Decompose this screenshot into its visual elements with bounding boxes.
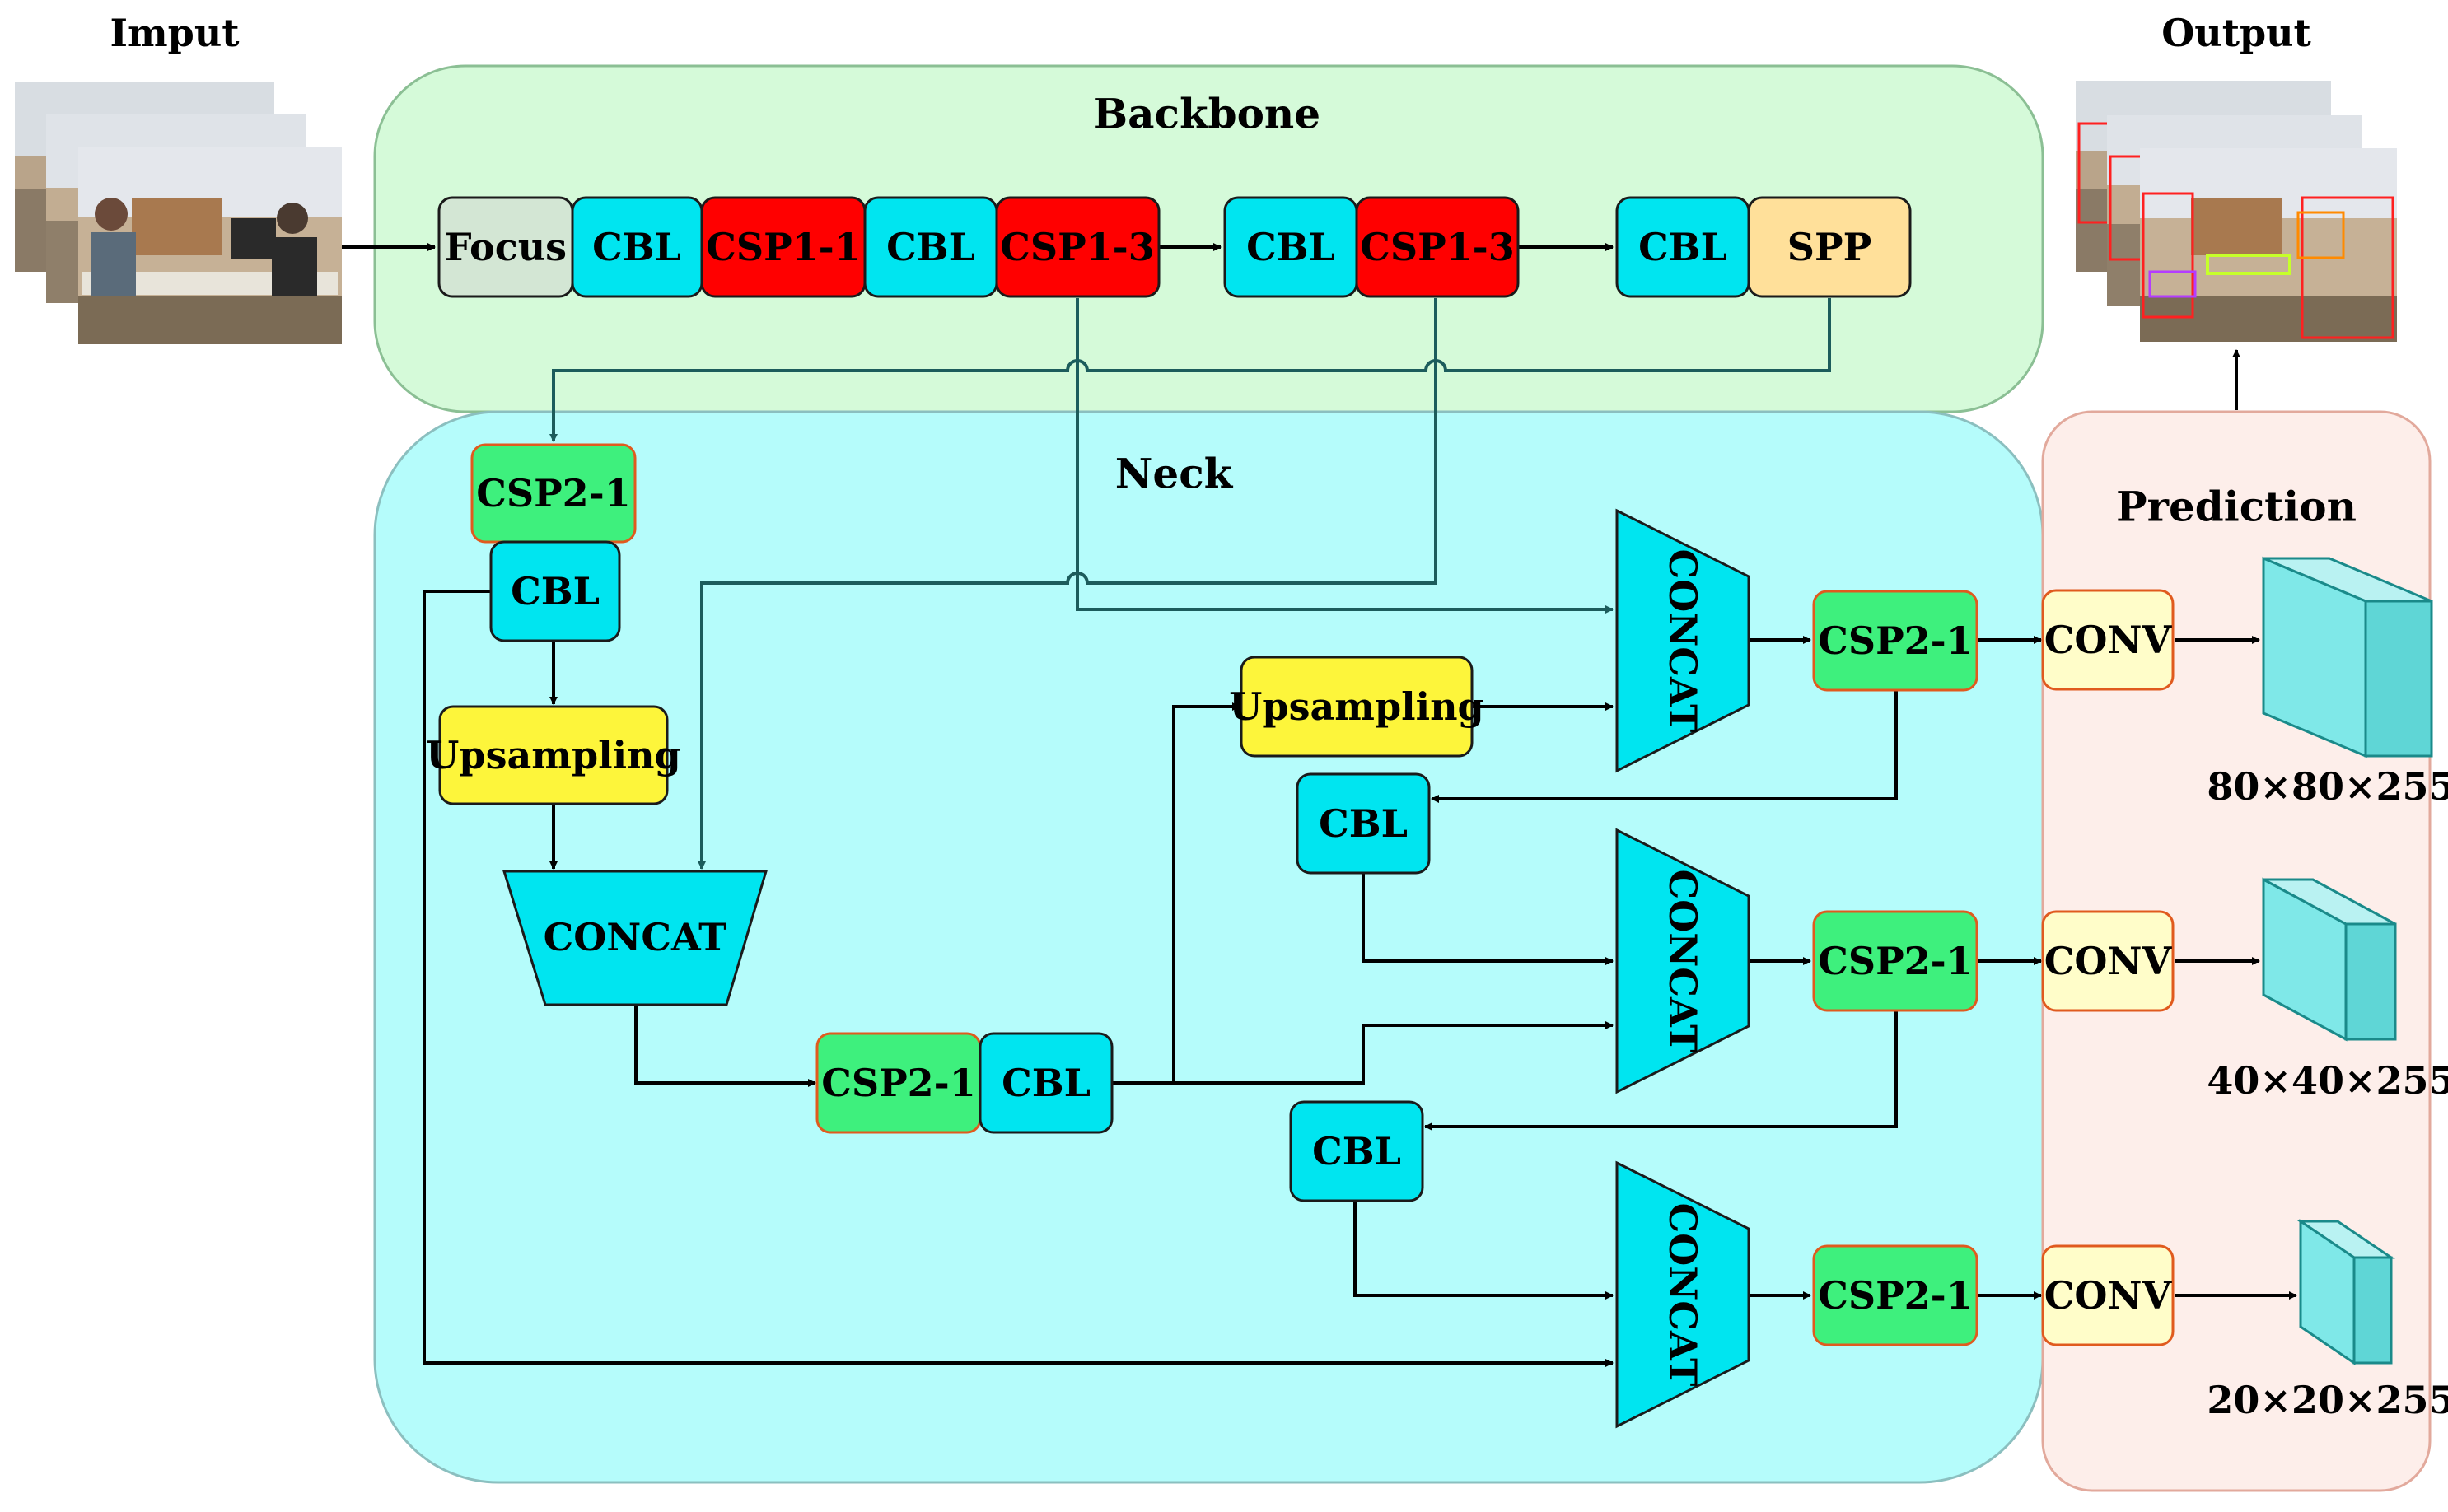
detection-box <box>2296 211 2345 259</box>
connector-cbl-mid-to-concat2 <box>1174 1021 1614 1085</box>
cbl-block: CBL <box>489 540 621 642</box>
connector-csp2-out2-to-cbl-r2 <box>1424 1011 1898 1131</box>
input-image-stack <box>15 82 342 344</box>
connector-csp13a-to-concat1 <box>1076 298 1614 614</box>
cbl-block: CBL <box>1289 1100 1424 1202</box>
cbl-block: CBL <box>1296 772 1431 875</box>
conv-label: CONV <box>2044 939 2173 983</box>
concat-label: CONCAT <box>1661 1203 1705 1387</box>
csp1-3-label: CSP1-3 <box>1000 225 1155 269</box>
cbl-label: CBL <box>886 225 975 269</box>
output-tensor-cube-large <box>2262 556 2433 758</box>
upsampling-label: Upsampling <box>426 733 680 777</box>
connector-cbl-r1-to-concat2 <box>1362 873 1614 965</box>
csp1-1-label: CSP1-1 <box>706 225 861 269</box>
backbone-title: Backbone <box>1093 90 1320 138</box>
csp1-3-block: CSP1-3 <box>995 196 1161 298</box>
conv-block: CONV <box>2041 589 2175 691</box>
connector-cbl-r2-to-concat3 <box>1353 1201 1614 1300</box>
input-image <box>78 147 342 344</box>
csp2-1-block: CSP2-1 <box>1812 910 1978 1012</box>
upsampling-label: Upsampling <box>1229 684 1483 729</box>
concat-block: CONCAT <box>1615 828 1750 1094</box>
cbl-label: CBL <box>1002 1061 1091 1105</box>
concat-label: CONCAT <box>544 915 727 959</box>
csp2-1-label: CSP2-1 <box>1818 618 1973 663</box>
output-title: Output <box>2161 11 2311 55</box>
csp2-1-block: CSP2-1 <box>470 443 637 544</box>
input-title: Imput <box>110 11 240 55</box>
cbl-block: CBL <box>571 196 703 298</box>
csp1-3-label: CSP1-3 <box>1360 225 1515 269</box>
concat-block: CONCAT <box>502 870 769 1006</box>
focus-block: Focus <box>437 196 574 298</box>
focus-label: Focus <box>445 225 567 269</box>
cbl-block: CBL <box>863 196 998 298</box>
concat-label: CONCAT <box>1661 870 1705 1053</box>
person-figure <box>277 203 308 234</box>
cbl-label: CBL <box>511 569 600 614</box>
spp-block: SPP <box>1747 196 1912 298</box>
spp-label: SPP <box>1787 225 1871 269</box>
conv-label: CONV <box>2044 618 2173 662</box>
cbl-label: CBL <box>1246 225 1335 269</box>
csp2-1-label: CSP2-1 <box>1818 939 1973 983</box>
connector-cbl-top-to-concat3 <box>423 590 1614 1367</box>
connector-csp2-out1-to-cbl-r1 <box>1431 690 1898 803</box>
cbl-label: CBL <box>1312 1129 1401 1174</box>
detection-box <box>2206 254 2291 275</box>
output-image-stack <box>2076 81 2397 342</box>
cbl-label: CBL <box>592 225 681 269</box>
tensor-size-label: 80×80×255 <box>2207 764 2448 809</box>
csp1-3-block: CSP1-3 <box>1355 196 1520 298</box>
tensor-size-label: 20×20×255 <box>2207 1378 2448 1422</box>
conv-label: CONV <box>2044 1273 2173 1318</box>
concat-label: CONCAT <box>1661 549 1705 733</box>
tensor-size-label: 40×40×255 <box>2207 1058 2448 1103</box>
connector-spp-to-csp2-top <box>549 298 1831 442</box>
output-image <box>2140 148 2397 342</box>
concat-block: CONCAT <box>1615 508 1750 773</box>
output-tensor-cube-small <box>2296 1219 2395 1365</box>
concat-block: CONCAT <box>1615 1160 1750 1429</box>
neck-title: Neck <box>1115 450 1234 498</box>
prediction-title: Prediction <box>2116 483 2357 531</box>
detection-box <box>2142 192 2194 319</box>
csp2-1-label: CSP2-1 <box>476 471 631 516</box>
output-tensor-cube-medium <box>2262 877 2397 1042</box>
csp2-1-label: CSP2-1 <box>821 1061 976 1105</box>
csp2-1-label: CSP2-1 <box>1818 1273 1973 1318</box>
cbl-block: CBL <box>1223 196 1358 298</box>
csp2-1-block: CSP2-1 <box>1812 1244 1978 1346</box>
csp2-1-block: CSP2-1 <box>1812 590 1978 692</box>
detection-box <box>2148 270 2197 298</box>
cbl-label: CBL <box>1319 801 1408 846</box>
cbl-block: CBL <box>1615 196 1750 298</box>
csp1-1-block: CSP1-1 <box>700 196 867 298</box>
person-figure <box>95 198 128 231</box>
csp2-1-block: CSP2-1 <box>815 1032 982 1134</box>
detection-box <box>2301 196 2394 339</box>
conv-block: CONV <box>2041 1244 2175 1346</box>
conv-block: CONV <box>2041 910 2175 1012</box>
upsampling-block: Upsampling <box>1229 656 1484 758</box>
connector-cbl-mid-to-upsampling-right <box>1112 702 1240 1085</box>
cbl-label: CBL <box>1638 225 1727 269</box>
cbl-block: CBL <box>979 1032 1114 1134</box>
connector-concat-left-to-csp2-mid <box>634 1006 816 1087</box>
upsampling-block: Upsampling <box>426 705 681 805</box>
